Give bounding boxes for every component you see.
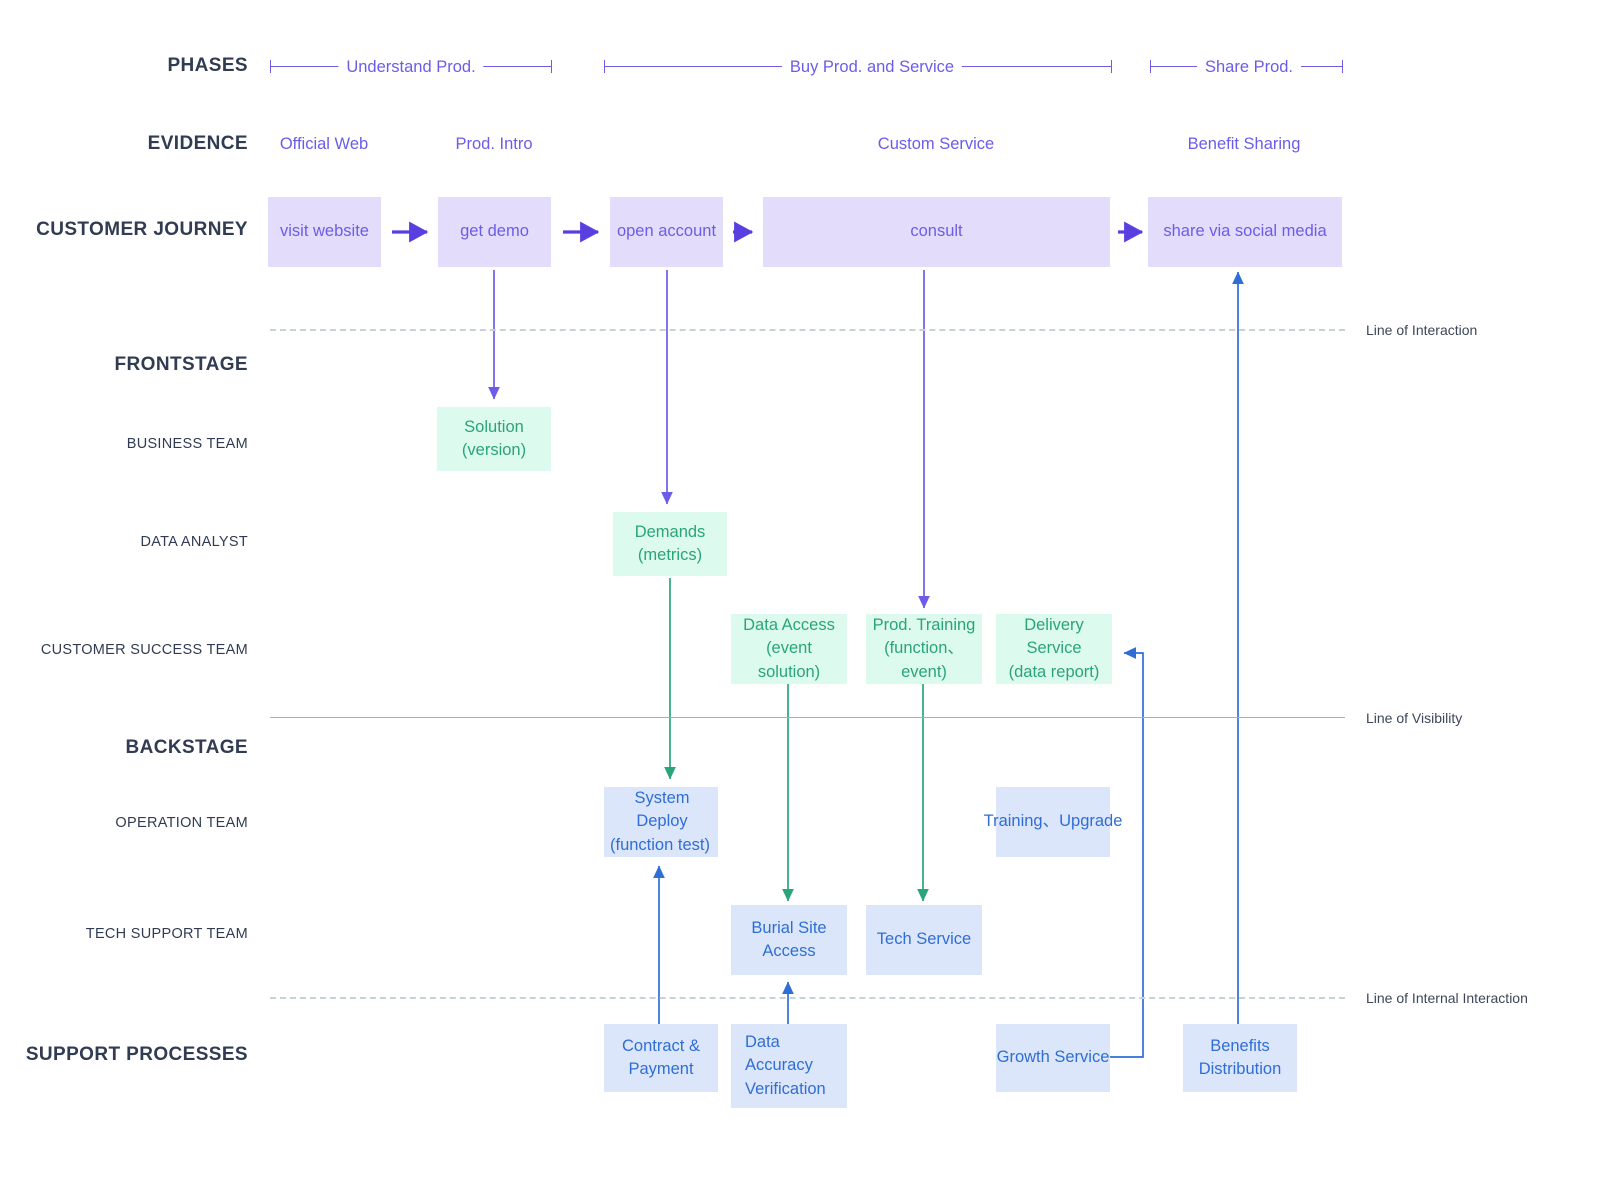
evidence-custom-service: Custom Service [877,135,995,153]
support-box-contract-payment[interactable]: Contract & Payment [604,1024,718,1092]
support-box-growth-service[interactable]: Growth Service [996,1024,1110,1092]
support-box-data-accuracy-verification-line1: Data [745,1032,780,1051]
support-box-data-accuracy-verification[interactable]: Data Accuracy Verification [731,1024,847,1108]
business-team-box-solution-line2: (version) [461,441,527,459]
row-label-evidence: EVIDENCE [147,133,248,154]
support-box-growth-service-label: Growth Service [996,1048,1110,1067]
row-label-support-processes: SUPPORT PROCESSES [25,1044,248,1065]
customer-success-box-prod-training-line2: (function、event) [884,639,964,681]
customer-success-box-data-access[interactable]: Data Access (event solution) [731,614,847,684]
customer-success-box-delivery-service[interactable]: Delivery Service (data report) [996,614,1112,684]
support-box-data-accuracy-verification-line3: Verification [745,1079,826,1098]
row-label-data-analyst: DATA ANALYST [140,534,248,550]
journey-box-open-account[interactable]: open account [610,197,723,267]
operation-team-box-system-deploy[interactable]: System Deploy (function test) [604,787,718,857]
customer-success-box-delivery-service-line1: Delivery Service [1024,615,1084,658]
line-of-internal-interaction [270,997,1345,999]
phase-cap-1-left [270,60,271,73]
support-box-benefits-distribution-line1: Benefits [1210,1036,1270,1055]
customer-success-box-delivery-service-line2: (data report) [1008,662,1100,681]
row-label-business-team: BUSINESS TEAM [126,436,248,452]
support-box-contract-payment-line1: Contract & [622,1036,700,1055]
journey-box-consult-label: consult [910,222,963,241]
business-team-box-solution-line1: Solution [464,417,524,436]
support-box-contract-payment-line2: Payment [628,1060,694,1078]
journey-box-open-account-label: open account [616,222,717,241]
phase-cap-2-right [1111,60,1112,73]
row-label-customer-journey: CUSTOMER JOURNEY [36,219,248,240]
phase-cap-1-right [551,60,552,73]
support-box-data-accuracy-verification-line2: Accuracy [745,1056,813,1075]
operation-team-box-training-upgrade[interactable]: Training、Upgrade [984,787,1122,857]
customer-success-box-data-access-line2: (event solution) [757,639,821,681]
data-analyst-box-demands-line1: Demands [634,522,706,541]
operation-team-box-training-upgrade-label: Training、Upgrade [983,812,1123,831]
line-of-interaction [270,329,1345,331]
customer-success-box-prod-training[interactable]: Prod. Training (function、event) [866,614,982,684]
row-label-tech-support: TECH SUPPORT TEAM [85,926,248,942]
operation-team-box-system-deploy-line2: (function test) [610,835,710,854]
row-label-customer-success: CUSTOMER SUCCESS TEAM [40,642,248,658]
row-label-frontstage: FRONTSTAGE [114,354,248,375]
line-of-visibility-label: Line of Visibility [1366,710,1463,726]
support-box-benefits-distribution-line2: Distribution [1198,1060,1282,1078]
row-label-phases: PHASES [167,55,248,76]
line-of-internal-interaction-label: Line of Internal Interaction [1366,990,1528,1006]
row-label-backstage: BACKSTAGE [125,737,248,758]
tech-support-box-tech-service[interactable]: Tech Service [866,905,982,975]
tech-support-box-tech-service-label: Tech Service [876,930,972,949]
evidence-official-web: Official Web [279,135,369,153]
journey-box-share-label: share via social media [1163,222,1327,241]
phase-label-3: Share Prod. [1196,59,1302,76]
journey-box-consult[interactable]: consult [763,197,1110,267]
customer-success-box-prod-training-line1: Prod. Training [872,615,976,634]
row-label-operation-team: OPERATION TEAM [115,815,248,831]
data-analyst-box-demands-line2: (metrics) [637,546,703,564]
data-analyst-box-demands[interactable]: Demands (metrics) [613,512,727,576]
journey-box-share-via-social-media[interactable]: share via social media [1148,197,1342,267]
evidence-prod-intro: Prod. Intro [455,135,533,153]
business-team-box-solution[interactable]: Solution (version) [437,407,551,471]
tech-support-box-burial-site-access-line2: Access [762,942,816,960]
phase-label-1: Understand Prod. [338,59,484,76]
phase-cap-3-right [1342,60,1343,73]
journey-box-visit-website-label: visit website [280,222,369,241]
journey-box-visit-website[interactable]: visit website [268,197,381,267]
support-box-benefits-distribution[interactable]: Benefits Distribution [1183,1024,1297,1092]
line-of-visibility [270,717,1345,718]
journey-box-get-demo-label: get demo [460,222,529,241]
phase-label-2: Buy Prod. and Service [781,59,963,76]
evidence-benefit-sharing: Benefit Sharing [1187,135,1301,153]
phase-cap-3-left [1150,60,1151,73]
customer-success-box-data-access-line1: Data Access [743,615,835,634]
line-of-interaction-label: Line of Interaction [1366,322,1478,338]
tech-support-box-burial-site-access[interactable]: Burial Site Access [731,905,847,975]
phase-cap-2-left [604,60,605,73]
operation-team-box-system-deploy-line1: System Deploy [634,788,690,831]
journey-box-get-demo[interactable]: get demo [438,197,551,267]
tech-support-box-burial-site-access-line1: Burial Site [751,918,827,937]
